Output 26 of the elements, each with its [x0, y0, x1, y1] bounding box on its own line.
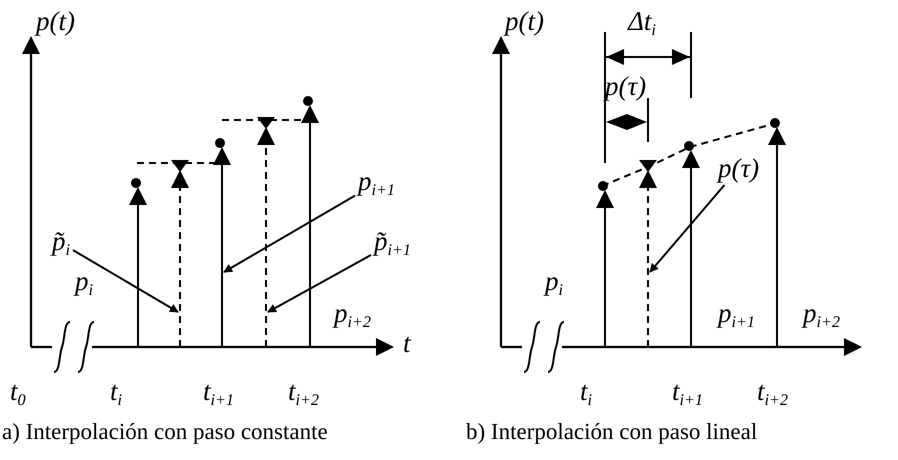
tick-label: t$_{i+2}$: [288, 378, 320, 408]
leader-label: p(τ): [718, 155, 760, 182]
axis-label: t: [403, 330, 411, 357]
dimension-label: Δt$_{i}$: [628, 8, 656, 38]
leader-arrow: [72, 249, 179, 313]
tick-label: t$_{i}$: [580, 378, 592, 408]
leader-arrow: [649, 184, 726, 273]
leader-arrow: [267, 254, 372, 313]
axis-label: p(t): [505, 8, 544, 35]
leader-arrow: [223, 194, 356, 273]
sample-label: p$_{i}$: [545, 268, 563, 298]
sample-label: p$_{i+1}$: [718, 300, 756, 330]
leader-label: p̃$_{i}$: [52, 228, 70, 258]
tick-label: t$_{i+1}$: [672, 378, 704, 408]
tick-label: t$_{i+2}$: [757, 378, 788, 408]
sample-label: p$_{i}$: [75, 268, 93, 298]
tick-label: t$_{i+1}$: [203, 378, 234, 408]
figure-caption: a) Interpolación con paso constante: [2, 420, 328, 443]
sample-label: p$_{i+2}$: [803, 300, 840, 330]
leader-label: p$_{i+1}$: [358, 168, 396, 198]
axis-label: p(t): [36, 8, 75, 35]
tick-label: t$_{i}$: [110, 378, 122, 408]
sample-label: p$_{i+2}$: [334, 300, 372, 330]
figure-caption: b) Interpolación con paso lineal: [466, 420, 758, 443]
tick-label: t$_{0}$: [10, 378, 26, 408]
leader-label: p̃$_{i+1}$: [374, 228, 412, 258]
